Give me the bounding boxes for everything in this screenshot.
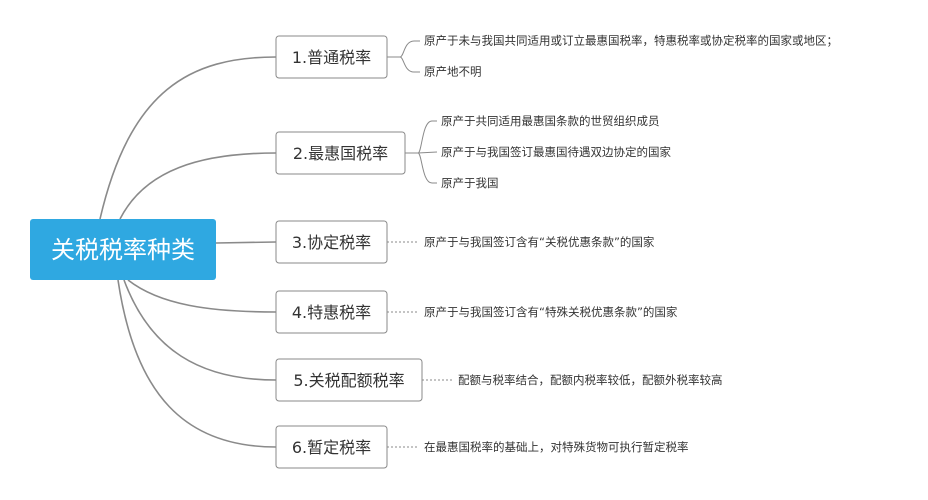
branch-node-box (275, 358, 423, 402)
leaf-connector (417, 151, 438, 154)
branch-node-label: 6.暂定税率 (292, 438, 371, 457)
branch-node-box (275, 290, 388, 334)
branch-node-box (275, 220, 388, 264)
branch-node-3[interactable]: 3.协定税率 (275, 220, 388, 264)
leaf-text: 原产于未与我国共同适用或订立最惠国税率，特惠税率或协定税率的国家或地区； (424, 34, 838, 48)
branch-node-label: 1.普通税率 (292, 48, 371, 67)
branch-node-box (275, 131, 406, 175)
branch-node-2[interactable]: 2.最惠国税率 (275, 131, 406, 175)
root-node[interactable]: 关税税率种类 (30, 219, 216, 280)
leaf-text: 配额与税率结合，配额内税率较低，配额外税率较高 (458, 373, 723, 387)
branch-node-label: 2.最惠国税率 (293, 144, 388, 163)
branch-node-label: 4.特惠税率 (292, 303, 371, 322)
branch-node-5[interactable]: 5.关税配额税率 (275, 358, 423, 402)
leaf-connector (417, 152, 437, 184)
leaf-connector (417, 120, 437, 154)
branch-node-label: 3.协定税率 (292, 233, 371, 252)
branch-node-label: 5.关税配额税率 (293, 371, 404, 390)
branch-node-box (275, 425, 388, 469)
leaf-text: 原产于共同适用最惠国条款的世贸组织成员 (441, 114, 660, 128)
root-connector-6 (117, 279, 277, 448)
root-connector-4 (127, 279, 277, 313)
root-connector-3 (215, 241, 277, 244)
leaf-text: 原产于与我国签订含有“关税优惠条款”的国家 (424, 235, 655, 249)
root-connector-1 (99, 56, 277, 220)
connector-lines (99, 40, 452, 448)
leaf-text: 原产地不明 (424, 65, 482, 79)
branch-node-1[interactable]: 1.普通税率 (275, 35, 388, 79)
leaf-text: 原产于与我国签订最惠国待遇双边协定的国家 (441, 145, 671, 159)
root-node-box (30, 219, 216, 280)
leaf-text: 原产于我国 (441, 176, 499, 190)
branch-node-4[interactable]: 4.特惠税率 (275, 290, 388, 334)
leaf-connector (399, 40, 420, 58)
leaf-connector (399, 56, 420, 73)
root-connector-2 (119, 152, 277, 220)
branch-node-box (275, 35, 388, 79)
leaf-text: 原产于与我国签订含有“特殊关税优惠条款”的国家 (424, 305, 678, 319)
branch-node-6[interactable]: 6.暂定税率 (275, 425, 388, 469)
root-connector-5 (123, 279, 277, 381)
root-node-label: 关税税率种类 (51, 236, 195, 264)
leaf-text: 在最惠国税率的基础上，对特殊货物可执行暂定税率 (424, 440, 689, 454)
